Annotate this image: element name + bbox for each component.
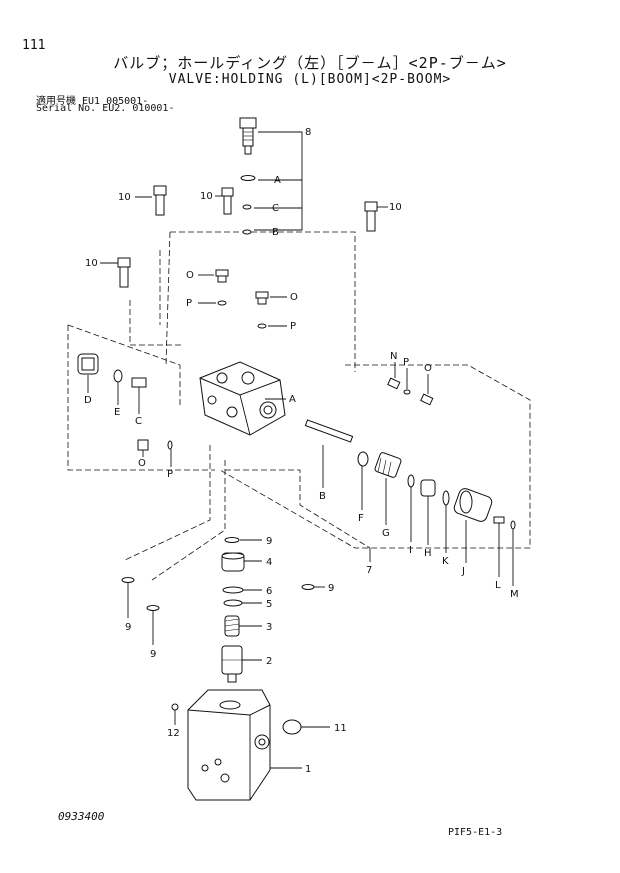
callout-o-4: O <box>138 458 146 469</box>
callout-m: M <box>510 589 519 600</box>
sheet-code: PIF5-E1-3 <box>448 827 503 838</box>
callout-n: N <box>390 351 397 362</box>
pin-n <box>387 377 401 390</box>
callout-1: 1 <box>305 764 311 775</box>
o-ring-9-center <box>224 537 240 543</box>
callout-d: D <box>84 395 92 406</box>
callout-11: 11 <box>334 723 347 734</box>
plug-o-4 <box>137 439 149 451</box>
callout-c-upper: C <box>272 203 279 214</box>
o-ring-i <box>407 474 415 488</box>
plug-o-3 <box>420 393 434 406</box>
o-ring-p-1 <box>217 300 227 306</box>
o-ring-p-2 <box>257 323 267 329</box>
o-ring-9-left <box>121 577 135 583</box>
relief-valve-8 <box>239 117 257 155</box>
callout-12: 12 <box>167 728 180 739</box>
ring-6 <box>222 586 244 594</box>
washer-f <box>357 451 369 467</box>
callout-9-center: 9 <box>266 536 272 547</box>
o-ring-c-upper <box>242 204 252 210</box>
callout-a-body: A <box>289 394 296 405</box>
callout-10d: 10 <box>389 202 402 213</box>
callout-p-3: P <box>403 357 409 368</box>
callout-i: I <box>409 545 412 556</box>
callout-c-left: C <box>135 416 142 427</box>
assembly-outline-upper <box>170 231 356 372</box>
callout-5: 5 <box>266 599 272 610</box>
valve-body-lower-1 <box>187 689 271 801</box>
callout-l: L <box>495 580 501 591</box>
spool-b <box>304 419 354 443</box>
callout-10c: 10 <box>85 258 98 269</box>
o-ring-9-left2 <box>146 605 160 611</box>
plug-o-1 <box>215 269 229 283</box>
callout-e: E <box>114 407 120 418</box>
spring-3 <box>224 615 240 637</box>
o-ring-a-upper <box>240 175 256 181</box>
leader-lines <box>87 131 514 769</box>
socket-bolt-10b <box>221 187 234 215</box>
callout-o-3: O <box>424 363 432 374</box>
callout-p-1: P <box>186 298 192 309</box>
cap-h <box>420 479 436 497</box>
assembly-outline-right <box>219 364 531 549</box>
callout-j: J <box>461 566 465 577</box>
sleeve-4 <box>221 552 245 572</box>
o-ring-e <box>113 369 123 383</box>
callout-o-2: O <box>290 292 298 303</box>
o-ring-m <box>510 520 516 530</box>
callout-2: 2 <box>266 656 272 667</box>
o-ring-p-4 <box>167 440 173 450</box>
serial-applicable-line: 適用号機 EU1 005001- <box>36 96 149 107</box>
callout-p-4: P <box>167 469 173 480</box>
callout-3: 3 <box>266 622 272 633</box>
title-english: VALVE:HOLDING (L)[BOOM]<2P-BOOM> <box>168 72 452 87</box>
screw-l <box>493 516 505 524</box>
o-ring-b-upper <box>242 229 252 235</box>
callout-9-left: 9 <box>125 622 131 633</box>
document-code: 0933400 <box>58 810 105 823</box>
serial-number-line: Serial No. EU2. 010001- <box>36 103 175 114</box>
poppet-2 <box>221 645 243 683</box>
callout-b-spool: B <box>319 491 326 502</box>
callout-4: 4 <box>266 557 272 568</box>
o-ring-k <box>442 490 450 506</box>
callout-f: F <box>358 513 364 524</box>
callout-k: K <box>442 556 449 567</box>
valve-body-upper <box>199 361 286 436</box>
spring-g <box>374 452 402 478</box>
socket-bolt-10c <box>117 257 131 288</box>
callout-9-left2: 9 <box>150 649 156 660</box>
o-ring-5 <box>223 599 243 607</box>
callout-6: 6 <box>266 586 272 597</box>
plug-j <box>453 488 493 522</box>
o-ring-9-right <box>301 584 315 590</box>
page-number: 111 <box>22 38 46 53</box>
callout-g: G <box>382 528 390 539</box>
assembly-outline-left <box>67 325 215 471</box>
callout-7: 7 <box>366 565 372 576</box>
callout-8: 8 <box>305 127 311 138</box>
socket-bolt-10a <box>153 185 167 216</box>
fitting-c <box>131 377 147 388</box>
callout-9-right: 9 <box>328 583 334 594</box>
callout-b-upper: B <box>272 227 279 238</box>
plug-12 <box>171 703 179 711</box>
socket-bolt-10d <box>364 201 378 232</box>
callout-10a: 10 <box>118 192 131 203</box>
callout-10b: 10 <box>200 191 213 202</box>
plug-o-2 <box>255 291 269 305</box>
callout-a-upper: A <box>274 175 281 186</box>
callout-o-1: O <box>186 270 194 281</box>
title-japanese: バルブ；ホールディング（左）［ブ－ム］<2P-ブ－ム> <box>113 54 507 72</box>
o-ring-p-3 <box>403 389 411 395</box>
plug-d <box>77 353 99 375</box>
callout-h: H <box>424 548 432 559</box>
o-ring-11 <box>282 719 302 735</box>
callout-p-2: P <box>290 321 296 332</box>
